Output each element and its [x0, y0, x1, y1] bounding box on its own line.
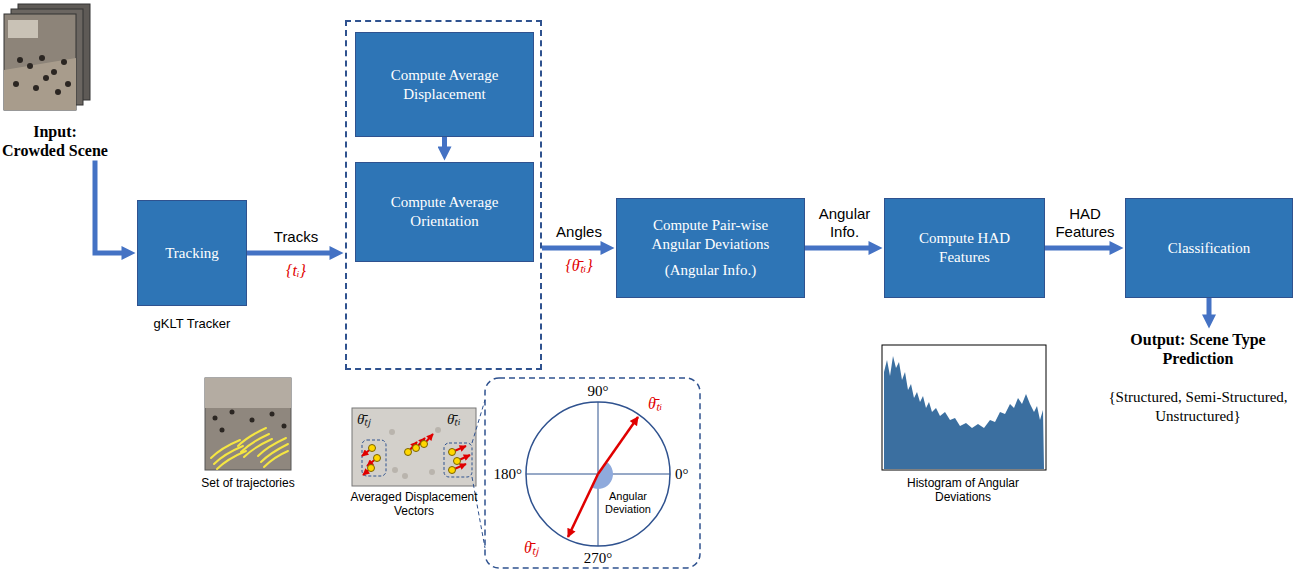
- edge-label: Angles: [556, 223, 602, 241]
- node-title: Compute Average Orientation: [368, 193, 521, 231]
- image-caption: Histogram of Angular Deviations: [898, 476, 1028, 505]
- displacement-arrows: [362, 434, 470, 475]
- input-scene: Input: Crowded Scene: [0, 4, 110, 160]
- node-title: Input: Crowded Scene: [0, 122, 110, 160]
- group-outline: [444, 443, 472, 477]
- output-text: Output: Scene Type Prediction {Structured…: [1098, 330, 1298, 426]
- zoom-leader: [472, 477, 485, 548]
- node-subtext: gKLT Tracker: [154, 316, 231, 332]
- edge-label: Tracks: [274, 228, 318, 246]
- degree-label: 0°: [675, 465, 689, 483]
- group-outline: [362, 440, 386, 476]
- process-box: Classification: [1125, 198, 1293, 298]
- angle-symbol: θ̄ₜⱼ: [524, 538, 539, 557]
- histogram-frame: [882, 345, 1046, 470]
- floor-area: [4, 58, 76, 110]
- angle-circle: [526, 402, 670, 546]
- histogram-bars: [884, 356, 1044, 469]
- node-title: Tracking: [165, 244, 219, 263]
- image-caption: Set of trajectories: [188, 476, 308, 490]
- angle-symbol: θ̄ₜᵢ: [447, 410, 461, 428]
- photo-background: [205, 378, 291, 408]
- crowd-people: [213, 410, 287, 433]
- degree-label: 180°: [494, 465, 523, 483]
- video-frame: [4, 14, 76, 110]
- flow-arrow: [95, 160, 125, 253]
- scene-detail: [8, 20, 38, 38]
- flow-arrow: [805, 246, 872, 251]
- flow-arrow: [442, 137, 447, 150]
- zoom-leader: [472, 400, 485, 443]
- angle-vector: [598, 417, 638, 474]
- node-title: Output: Scene Type Prediction: [1098, 330, 1298, 368]
- image-caption: Averaged Displacement Vectors: [344, 490, 484, 519]
- node-title: Compute Average Displacement: [368, 66, 521, 104]
- degree-label: 90°: [588, 382, 609, 400]
- angle-symbol: θ̄ₜⱼ: [357, 410, 371, 428]
- node-title: Classification: [1168, 239, 1251, 258]
- flow-arrow: [1207, 298, 1212, 318]
- displacement-photo: [352, 408, 476, 486]
- deviation-label: Angular Deviation: [600, 490, 656, 516]
- process-box: TrackinggKLT Tracker: [137, 200, 247, 306]
- zoom-box: [485, 378, 700, 568]
- node-subtext: (Angular Info.): [665, 261, 757, 280]
- node-title: Compute HAD Features: [897, 229, 1032, 267]
- track-set-symbol: {tᵢ}: [286, 261, 306, 280]
- process-box: Compute HAD Features: [884, 198, 1045, 298]
- flow-arrow: [247, 251, 333, 256]
- trajectory-photo: [205, 378, 291, 470]
- process-box: Compute Average Orientation: [355, 162, 534, 262]
- angle-symbol: θ̄ₜᵢ: [648, 394, 662, 413]
- trajectory-curves: [211, 428, 288, 469]
- crowd-people: [389, 427, 441, 479]
- node-subtext: {Structured, Semi-Structured, Unstructur…: [1098, 388, 1298, 426]
- process-box: Compute Average Displacement: [355, 32, 534, 137]
- process-box: Compute Pair-wise Angular Deviations (Ang…: [616, 198, 805, 298]
- edge-label: Angular Info.: [809, 205, 881, 241]
- angle-set-symbol: {θ̄ₜᵢ}: [565, 256, 592, 275]
- degree-label: 270°: [584, 549, 613, 567]
- angle-vector: [568, 474, 598, 537]
- node-title: Compute Pair-wise Angular Deviations: [629, 216, 792, 254]
- edge-label: HAD Features: [1049, 205, 1121, 241]
- flow-arrow: [542, 246, 604, 251]
- feature-points: [368, 441, 461, 474]
- crowd-people: [13, 55, 71, 95]
- flow-arrow: [1045, 246, 1113, 251]
- group-box: Compute Average DisplacementCompute Aver…: [345, 20, 542, 370]
